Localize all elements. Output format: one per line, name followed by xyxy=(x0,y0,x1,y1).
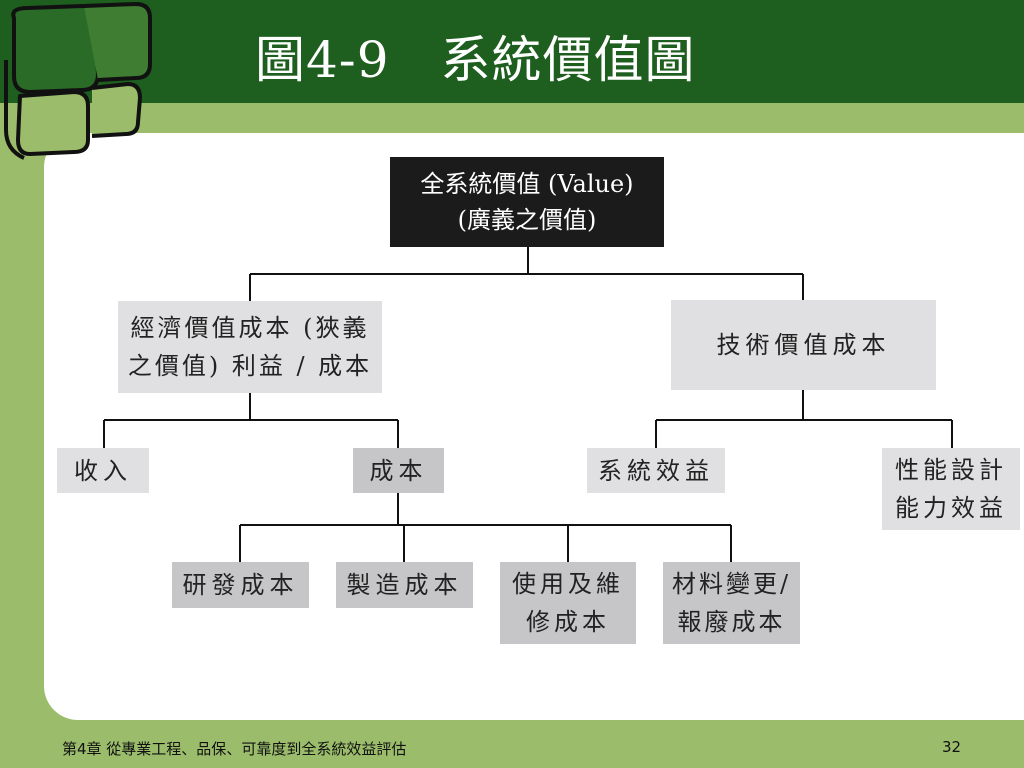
root-node-total-system-value: 全系統價值 (Value) (廣義之價值) xyxy=(390,157,664,247)
node-material-change-cost: 材料變更/ 報廢成本 xyxy=(663,562,800,644)
node-use-maintenance-cost: 使用及維 修成本 xyxy=(500,562,636,644)
page-number: 32 xyxy=(942,738,962,756)
node-technical-value: 技術價值成本 xyxy=(671,300,936,390)
slide-title: 圖4-9 系統價值圖 xyxy=(255,31,696,89)
node-system-benefit: 系統效益 xyxy=(587,448,725,493)
header-band xyxy=(0,0,1024,103)
node-performance-design: 性能設計 能力效益 xyxy=(882,448,1020,530)
node-manufacturing-cost: 製造成本 xyxy=(336,562,473,608)
footer-chapter-title: 第4章 從專業工程、品保、可靠度到全系統效益評估 xyxy=(62,740,407,758)
stacked-squares-logo-icon xyxy=(4,2,152,160)
node-rd-cost: 研發成本 xyxy=(172,562,309,608)
node-revenue: 收入 xyxy=(57,448,149,493)
node-cost: 成本 xyxy=(353,448,444,493)
node-economic-value: 經濟價值成本 (狹義 之價值) 利益 / 成本 xyxy=(118,301,382,393)
